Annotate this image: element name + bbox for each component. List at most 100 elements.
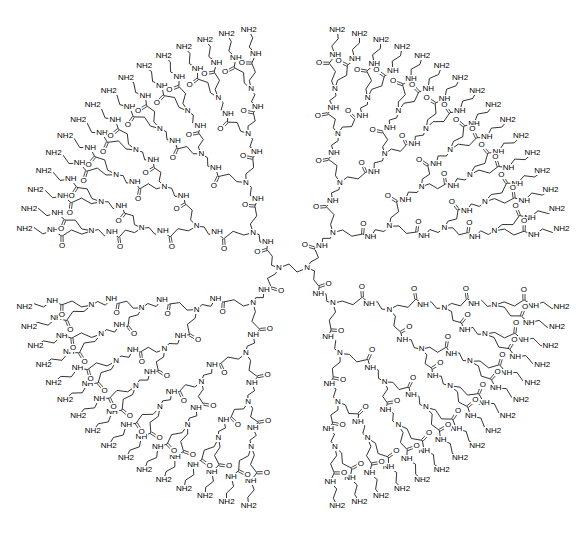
atom-label: NH [109, 116, 123, 124]
atom-label: O [369, 126, 377, 134]
bond [248, 89, 258, 134]
bond [29, 305, 91, 327]
bond [360, 291, 361, 297]
bond [361, 69, 367, 70]
atom-label: O [138, 428, 146, 436]
bond [247, 158, 253, 159]
atom-label: O [180, 397, 188, 405]
atom-label: NH [400, 455, 414, 463]
atom-label: NH2 [451, 74, 469, 82]
atom-label: NH [404, 391, 418, 399]
atom-label: O [239, 107, 247, 115]
bond [501, 359, 503, 365]
atom-label: O [465, 219, 473, 227]
bond [450, 120, 508, 150]
atom-label: NH [464, 412, 478, 420]
atom-label: NH [429, 160, 443, 168]
atom-label: N [242, 179, 250, 187]
atom-label: O [134, 195, 142, 203]
atom-label: NH2 [84, 101, 102, 109]
bond [369, 354, 372, 360]
atom-label: N [336, 349, 344, 357]
atom-label: N [303, 264, 311, 272]
atom-label: O [315, 59, 323, 67]
atom-label: N [197, 150, 205, 158]
atom-label: O [377, 458, 385, 466]
atom-label: O [334, 57, 342, 65]
bond [142, 107, 147, 110]
bond [72, 338, 74, 344]
atom-label: O [110, 403, 118, 411]
atom-label: NH2 [541, 186, 559, 194]
bond [109, 91, 160, 129]
bond [377, 130, 383, 131]
atom-label: O [511, 202, 519, 210]
atom-label: NH2 [35, 167, 53, 175]
atom-label: NH [453, 107, 467, 115]
atom-label: NH2 [135, 62, 153, 70]
atom-label: O [412, 442, 420, 450]
atom-label: O [358, 283, 366, 291]
atom-label: NH [367, 168, 381, 176]
atom-label: O [170, 447, 178, 455]
atom-label: NH2 [413, 52, 431, 60]
atom-label: NH2 [175, 485, 193, 493]
bond [249, 204, 255, 206]
atom-label: O [493, 368, 501, 376]
atom-label: NH2 [413, 476, 431, 484]
atom-label: O [264, 417, 272, 425]
atom-label: O [234, 421, 242, 429]
atom-label: NH2 [100, 87, 118, 95]
atom-label: O [218, 308, 226, 316]
bond [194, 80, 199, 84]
atom-label: N [97, 330, 105, 338]
atom-label: NH2 [468, 87, 486, 95]
atom-label: O [277, 287, 285, 295]
atom-label: O [405, 323, 413, 331]
atom-label: NH [522, 319, 536, 327]
atom-label: NH [143, 368, 157, 376]
atom-label: NH [458, 326, 472, 334]
atom-label: NH [105, 295, 119, 303]
atom-label: O [113, 309, 121, 317]
atom-label: NH2 [196, 36, 214, 44]
bond [197, 226, 253, 239]
atom-label: O [353, 66, 361, 74]
atom-label: N [197, 378, 205, 386]
bond [525, 225, 526, 231]
bond [249, 206, 255, 208]
bond [323, 62, 329, 63]
atom-label: N [329, 229, 337, 237]
atom-label: O [138, 358, 146, 366]
atom-label: NH2 [393, 485, 411, 493]
atom-label: O [68, 192, 76, 200]
atom-label: NH [386, 67, 400, 75]
atom-label: NH [383, 124, 397, 132]
atom-label: N [441, 304, 449, 312]
atom-label: O [86, 375, 94, 383]
atom-label: O [357, 159, 365, 167]
atom-label: NH [168, 137, 182, 145]
atom-label: NH [50, 209, 64, 217]
atom-label: O [357, 460, 365, 468]
atom-label: N [422, 403, 430, 411]
bond [520, 310, 522, 316]
atom-label: O [477, 141, 485, 149]
atom-label: NH [83, 144, 97, 152]
bond [150, 169, 155, 172]
atom-label: O [225, 462, 233, 470]
atom-label: N [394, 421, 402, 429]
bond [367, 438, 382, 496]
atom-label: N [422, 125, 430, 133]
bond [367, 354, 370, 359]
atom-label: NH [251, 195, 265, 203]
atom-label: O [344, 107, 352, 115]
atom-label: NH [527, 231, 541, 239]
atom-label: NH2 [468, 442, 486, 450]
atom-label: NH [128, 178, 142, 186]
atom-label: NH [399, 196, 413, 204]
atom-label: O [454, 407, 462, 415]
atom-label: NH2 [69, 412, 87, 420]
bond [522, 294, 523, 300]
atom-label: NH [210, 59, 224, 67]
